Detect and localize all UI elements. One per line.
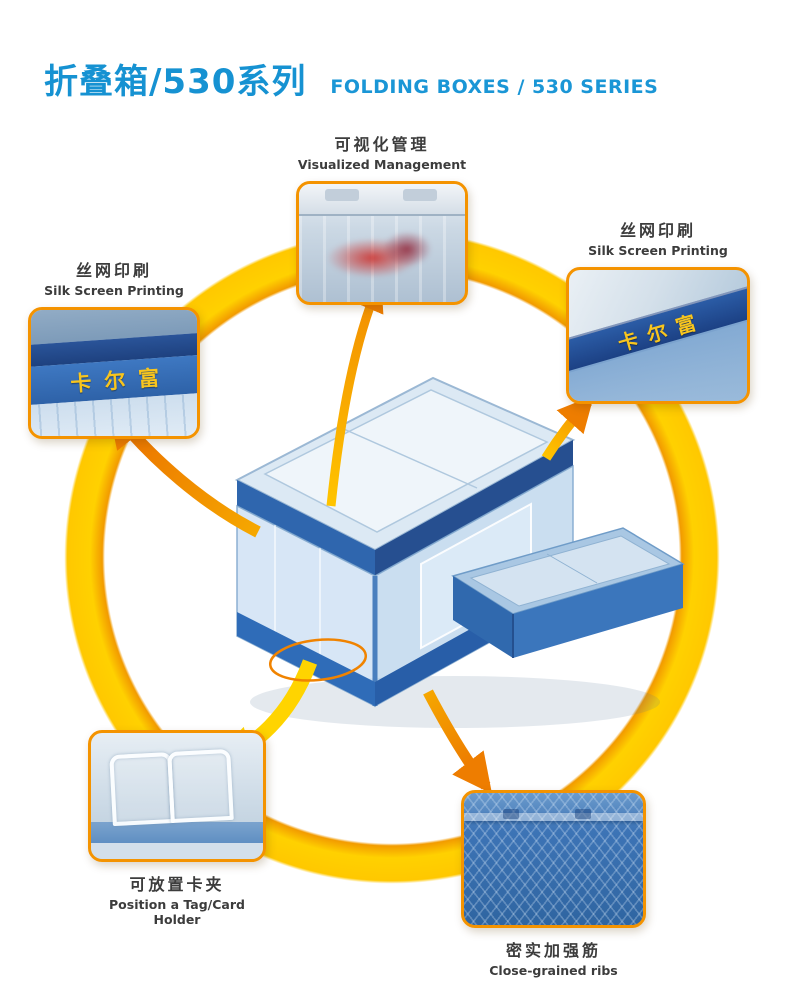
box-edge-groove: [464, 812, 643, 821]
box-top-edge: [299, 184, 465, 216]
callout-label-zh: 可视化管理: [334, 135, 430, 154]
callout-label-zh: 丝网印刷: [619, 221, 696, 240]
page-header: 折叠箱/530系列 FOLDING BOXES / 530 SERIES: [44, 54, 658, 103]
callout-close-grained-ribs: 密实加强筋 Close-grained ribs: [461, 790, 646, 978]
product-photo-folding-boxes: [225, 368, 685, 738]
photo-close-grained-ribs: [461, 790, 646, 928]
callout-label-en: Silk Screen Printing: [588, 243, 728, 258]
callout-caption: 丝网印刷 Silk Screen Printing: [28, 257, 200, 298]
edge-notch: [503, 808, 520, 819]
callout-card-holder: 可放置卡夹 Position a Tag/Card Holder: [88, 730, 266, 927]
lid-tab: [325, 189, 359, 201]
page-title-en: FOLDING BOXES / 530 SERIES: [330, 76, 659, 98]
folded-flat-box: [451, 527, 685, 658]
main-folding-box: [234, 376, 576, 708]
callout-label-zh: 密实加强筋: [505, 941, 601, 960]
callout-label-en: Close-grained ribs: [489, 963, 618, 978]
box-edge-light: [91, 842, 263, 859]
lid-tab: [403, 189, 437, 201]
photo-visualized-management: [296, 181, 468, 305]
callout-caption: 可放置卡夹 Position a Tag/Card Holder: [88, 871, 266, 927]
callout-caption: 密实加强筋 Close-grained ribs: [461, 937, 646, 978]
callout-caption: 可视化管理 Visualized Management: [296, 131, 468, 172]
photo-card-holder: [88, 730, 266, 862]
box-edge: [91, 822, 263, 843]
callout-label-en: Visualized Management: [297, 157, 467, 172]
callout-silk-screen-left: 丝网印刷 Silk Screen Printing 卡尔富: [28, 257, 200, 439]
box-front-tilted: 卡尔富: [31, 310, 197, 436]
photo-silk-screen-right: 卡尔富: [566, 267, 750, 404]
edge-notch: [574, 808, 591, 819]
product-shadow: [250, 676, 660, 728]
callout-visualized-management: 可视化管理 Visualized Management: [296, 131, 468, 305]
contents-seen-through-wall: [382, 231, 432, 267]
photo-silk-screen-left: 卡尔富: [28, 307, 200, 439]
callout-caption: 丝网印刷 Silk Screen Printing: [566, 217, 750, 258]
holder-frame-left: [109, 751, 176, 826]
callout-silk-screen-right: 丝网印刷 Silk Screen Printing 卡尔富: [566, 217, 750, 404]
box-edge-tilted: 卡尔富: [569, 270, 747, 401]
callout-label-en: Silk Screen Printing: [44, 283, 184, 298]
tag-card-holder: [109, 748, 235, 826]
page-title-zh: 折叠箱/530系列: [44, 62, 307, 102]
callout-label-en: Position a Tag/Card Holder: [109, 897, 245, 927]
callout-label-zh: 可放置卡夹: [129, 875, 225, 894]
callout-label-zh: 丝网印刷: [75, 261, 152, 280]
holder-frame-right: [168, 748, 235, 823]
folding-boxes-illustration: [234, 376, 685, 728]
rib-crosshatch-texture: [464, 793, 643, 925]
silk-print-text: 卡尔富: [69, 365, 173, 397]
